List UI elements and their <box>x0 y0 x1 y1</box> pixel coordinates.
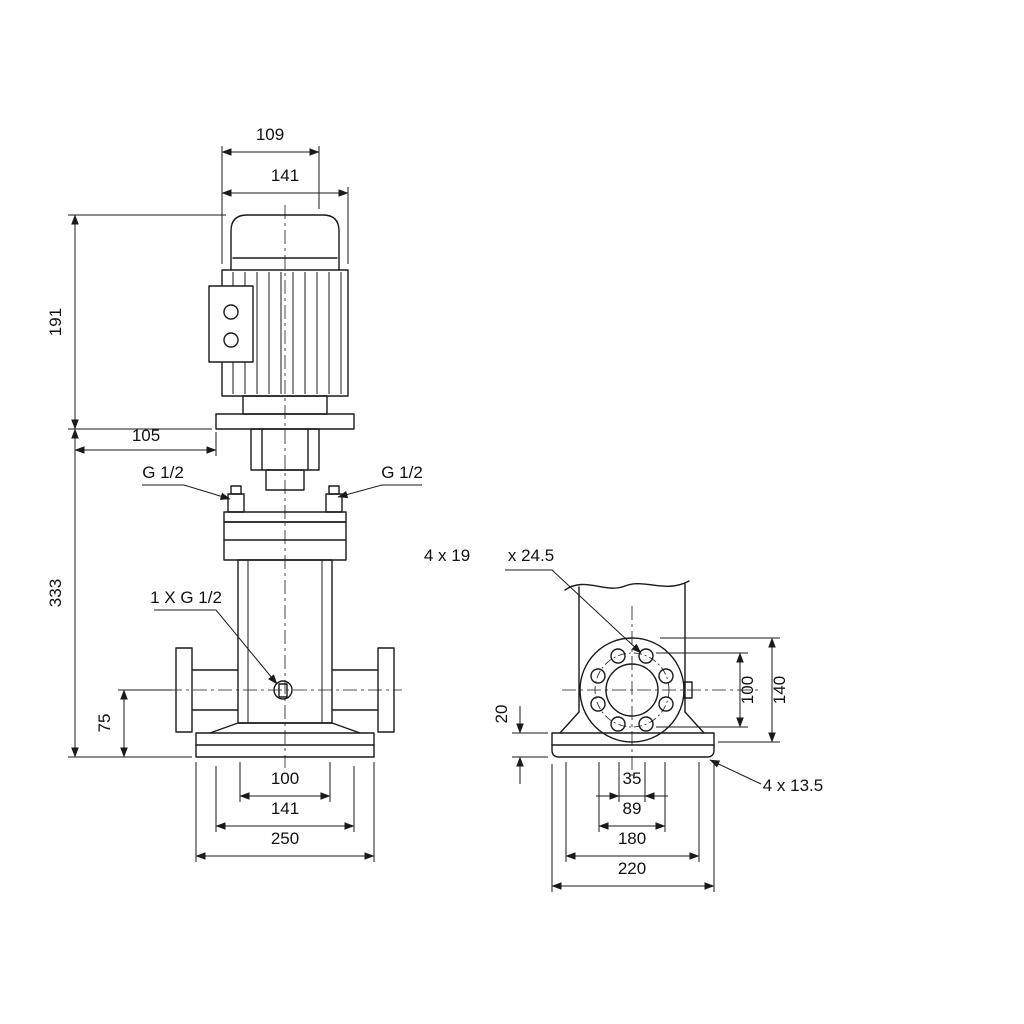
bolt-hole <box>590 696 606 712</box>
bolt-hole <box>590 668 606 684</box>
base-holes-leader <box>709 759 762 785</box>
dim-100-bottom-label: 100 <box>271 769 299 788</box>
dim-250-extensions <box>195 762 375 862</box>
flange-holes-text: 4 x 19 <box>424 546 470 565</box>
label-flange-holes: 4 x 19 x 24.5 <box>424 546 642 654</box>
dim-100-bottom: 100 <box>239 762 331 802</box>
drain-plug-hex <box>278 683 288 698</box>
g12-left-text: G 1/2 <box>142 463 184 482</box>
right-flange-plate <box>377 647 395 733</box>
cable-entry-bottom <box>223 332 239 348</box>
bolt-hole <box>638 716 654 732</box>
gauge-tap <box>683 681 693 699</box>
dim-140: 140 <box>660 637 789 743</box>
motor <box>208 214 355 430</box>
bolt-hole <box>658 668 674 684</box>
terminal-box <box>208 285 254 363</box>
dim-109-label: 109 <box>256 125 284 144</box>
dim-105-label: 105 <box>132 426 160 445</box>
label-g12-left: G 1/2 <box>142 463 231 500</box>
g12-left-leader <box>142 484 231 500</box>
dim-191: 191 <box>46 214 226 430</box>
dim-220-extensions <box>551 764 715 892</box>
port-flanges <box>175 647 395 733</box>
front-base <box>195 722 375 758</box>
dim-35: 35 <box>596 762 668 802</box>
drain-leader <box>154 609 278 685</box>
dim-180-extensions <box>565 762 700 862</box>
bolt-hole <box>638 648 654 664</box>
dim-140-label: 140 <box>770 676 789 704</box>
coupling-guard-slots <box>261 428 309 471</box>
base-skirt <box>209 722 361 734</box>
dim-180-label: 180 <box>618 829 646 848</box>
base-skirt-side <box>559 711 705 734</box>
vent-plug-left <box>230 485 242 495</box>
dim-89-label: 89 <box>623 799 642 818</box>
cable-entry-top <box>223 304 239 320</box>
dim-20-label: 20 <box>492 705 511 724</box>
front-view: 109 141 191 333 105 G 1/2 G <box>46 125 423 862</box>
dim-333-label: 333 <box>46 579 65 607</box>
break-line <box>564 580 690 591</box>
dim-141-top: 141 <box>221 166 349 264</box>
dim-20: 20 <box>492 705 548 784</box>
side-base <box>551 711 715 758</box>
dim-220-label: 220 <box>618 859 646 878</box>
head-stud-left <box>227 493 245 513</box>
dim-35-label: 35 <box>623 769 642 788</box>
dim-191-extensions <box>68 214 226 430</box>
label-base-holes: 4 x 13.5 <box>709 759 824 795</box>
label-drain: 1 X G 1/2 <box>150 588 278 685</box>
dim-141-top-label: 141 <box>271 166 299 185</box>
dim-333: 333 <box>46 428 192 758</box>
label-g12-right: G 1/2 <box>337 463 423 499</box>
dim-100-right-label: 100 <box>738 676 757 704</box>
dim-75-label: 75 <box>95 714 114 733</box>
side-view: 4 x 19 x 24.5 20 100 140 35 <box>424 546 823 892</box>
dim-180: 180 <box>565 762 700 862</box>
dim-109-extensions <box>221 146 320 264</box>
dim-191-label: 191 <box>46 308 65 336</box>
bolt-hole <box>610 648 626 664</box>
column-edges <box>578 583 686 713</box>
g12-right-text: G 1/2 <box>381 463 423 482</box>
left-pipe <box>191 669 239 711</box>
flange-holes-leader <box>505 569 642 654</box>
g12-right-leader <box>337 484 422 499</box>
dim-250-label: 250 <box>271 829 299 848</box>
bolt-hole <box>610 716 626 732</box>
flange-holes-counterbore-text: x 24.5 <box>508 546 554 565</box>
right-pipe <box>331 669 379 711</box>
flange-bore <box>605 663 659 717</box>
shaft-seal-block <box>265 469 305 491</box>
port-flange-face <box>579 637 693 743</box>
dim-100-right-extensions <box>656 652 748 728</box>
inner-sleeve-lines <box>247 560 323 723</box>
left-flange-plate <box>175 647 193 733</box>
dim-105: 105 <box>74 426 217 456</box>
dim-100-right: 100 <box>656 652 757 728</box>
dim-75: 75 <box>95 689 172 758</box>
fan-cover <box>230 214 340 271</box>
base-holes-text: 4 x 13.5 <box>763 776 824 795</box>
base-plate-side <box>551 732 715 758</box>
dim-141-bottom-extensions <box>215 766 355 832</box>
dim-89-extensions <box>598 762 666 832</box>
dim-220: 220 <box>551 764 715 892</box>
bolt-hole <box>658 696 674 712</box>
dim-89: 89 <box>598 762 666 832</box>
dim-109: 109 <box>221 125 320 264</box>
pump-head <box>223 428 347 561</box>
bolt-circle <box>594 652 670 728</box>
vent-plug-right <box>328 485 340 495</box>
pump-column-side <box>564 580 690 713</box>
dim-20-extensions <box>512 732 548 758</box>
dim-141-bottom-label: 141 <box>271 799 299 818</box>
drain-plug <box>273 680 293 700</box>
chamber-stack <box>237 559 333 724</box>
dim-141-bottom: 141 <box>215 766 355 832</box>
dim-250: 250 <box>195 762 375 862</box>
drain-text: 1 X G 1/2 <box>150 588 222 607</box>
